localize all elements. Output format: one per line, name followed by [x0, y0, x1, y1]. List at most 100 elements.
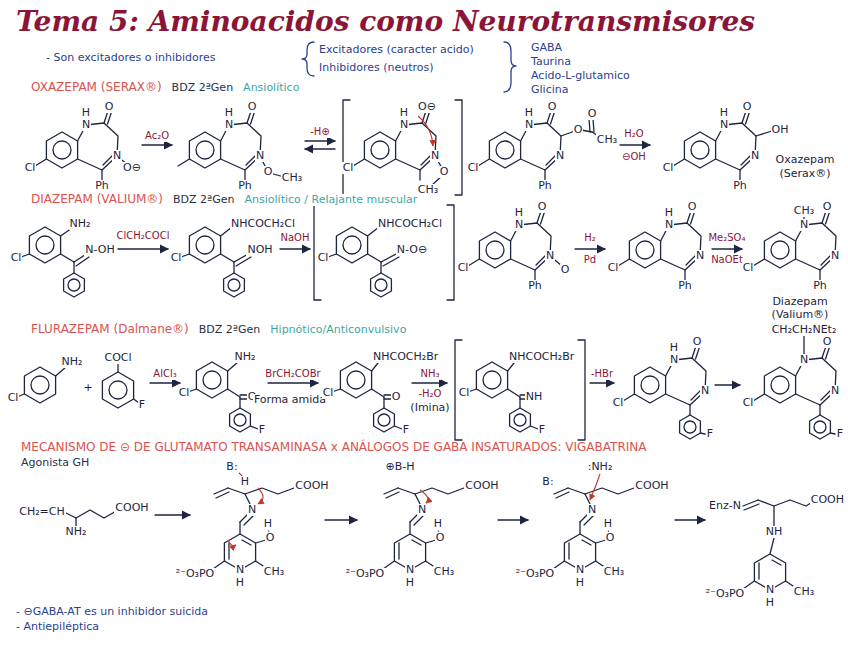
atom-label: H	[514, 207, 524, 220]
atom-label: O	[587, 108, 598, 121]
atom-label: COOH	[810, 494, 845, 507]
atom-label: N	[405, 564, 415, 577]
atom-label: O	[822, 336, 833, 349]
class-label: Agonista GH	[20, 457, 90, 470]
atom-label: H	[765, 597, 775, 610]
atom-label: N	[524, 119, 534, 132]
atom-label: NH	[765, 526, 784, 539]
atom-label: N	[235, 564, 245, 577]
atom-label: N	[664, 219, 674, 232]
atom-label: N	[669, 354, 679, 367]
atom-label: OH	[771, 124, 790, 137]
atom-label: O	[435, 532, 446, 545]
atom-label: Ph	[812, 280, 828, 293]
atom-label: H	[235, 577, 245, 590]
atom-label: Cl	[742, 262, 755, 275]
atom-label: N-O⊖	[396, 244, 428, 257]
atom-label: (Serax®)	[778, 168, 831, 181]
atom-label: H	[664, 207, 674, 220]
atom-label: N	[799, 354, 809, 367]
reagent-label: AlCl₃	[152, 368, 177, 380]
reagent-label: Me₂SO₄	[707, 232, 746, 244]
atom-label: CH₃	[793, 586, 815, 599]
atom-label: Cl	[7, 392, 20, 405]
atom-label: F	[836, 428, 844, 441]
atom-label: O	[265, 532, 276, 545]
atom-label: H	[240, 476, 250, 489]
atom-label: NOH	[246, 244, 273, 257]
atom-label: N	[700, 385, 710, 398]
atom-label: N	[112, 150, 122, 163]
atom-label: O⊖	[417, 101, 437, 114]
atom-label: NH₂	[61, 356, 84, 369]
atom-label: Cl	[342, 162, 355, 175]
reagent-label: ClCH₂COCl	[116, 230, 171, 242]
atom-label: ²⁻O₃PO	[345, 568, 386, 581]
atom-label: H	[433, 518, 443, 531]
atom-label: H	[575, 577, 585, 590]
atom-label: O	[547, 101, 558, 114]
atom-label: H	[524, 107, 534, 120]
atom-label: O	[263, 166, 274, 179]
class-label: BDZ 2ªGen	[172, 194, 236, 207]
atom-label: Cl	[457, 262, 470, 275]
atom-label: H	[603, 518, 613, 531]
atom-label: Enz-N	[708, 500, 742, 513]
atom-label: ²⁻O₃PO	[705, 588, 746, 601]
note-text: Taurina	[530, 56, 572, 69]
atom-label: N	[750, 150, 760, 163]
atom-label: N	[255, 150, 265, 163]
atom-label: N	[830, 250, 840, 263]
activity-label: Hipnótico/Anticonvulsivo	[269, 324, 407, 337]
atom-label: Cl	[458, 387, 471, 400]
atom-label: O	[247, 101, 258, 114]
atom-label: H	[224, 107, 234, 120]
atom-label: COCl	[103, 352, 132, 365]
atom-label: H	[669, 342, 679, 355]
reagent-label: H₂	[583, 232, 597, 244]
atom-label: H	[263, 518, 273, 531]
section-header: MECANISMO DE ⊝ DE GLUTAMATO TRANSAMINASA…	[20, 441, 647, 455]
atom-label: F	[402, 424, 410, 437]
atom-label: O	[391, 391, 402, 404]
group-label: NHCOCH₂Cl	[377, 218, 443, 231]
reagent-label: BrCH₂COBr	[264, 368, 321, 380]
atom-label: N	[417, 504, 427, 517]
atom-label: CH₃	[417, 184, 439, 197]
atom-label: COOH	[634, 480, 669, 493]
reagent-label: -H₂O	[417, 388, 442, 400]
atom-label: N-OH	[84, 244, 115, 257]
atom-label: H	[399, 107, 409, 120]
atom-label: N	[399, 119, 409, 132]
note-text: - Antiepiléptica	[15, 621, 100, 634]
atom-label: Cl	[607, 262, 620, 275]
reagent-label: Ac₂O	[144, 130, 170, 142]
atom-label: N	[765, 584, 775, 597]
atom-label: :NH₂	[587, 461, 614, 474]
atom-label: Ph	[732, 180, 748, 193]
class-label: BDZ 2ªGen	[198, 324, 262, 337]
atom-label: (Valium®)	[771, 309, 830, 322]
atom-label: N	[799, 219, 809, 232]
atom-label: NH₂	[65, 526, 88, 539]
note-text: Acido-L-glutamico	[530, 70, 631, 83]
atom-label: Oxazepam	[775, 154, 836, 167]
atom-label: O	[692, 336, 703, 349]
atom-label: O	[822, 201, 833, 214]
atom-label: Cl	[24, 162, 37, 175]
note-text: Excitadores (caracter acido)	[318, 44, 475, 57]
atom-label: CH₂CH₂NEt₂	[771, 324, 838, 337]
atom-label: ²⁻O₃PO	[175, 568, 216, 581]
atom-label: Ph	[94, 180, 110, 193]
atom-label: N	[81, 119, 91, 132]
atom-label: COOH	[464, 480, 499, 493]
atom-label: NH₂	[69, 218, 92, 231]
atom-label: CH₃	[793, 205, 815, 218]
atom-label: F	[258, 424, 266, 437]
atom-label: O	[687, 201, 698, 214]
group-label: NHCOCH₂Cl	[230, 218, 296, 231]
atom-label: N	[545, 250, 555, 263]
atom-label: Ph	[677, 280, 693, 293]
atom-label: N	[830, 385, 840, 398]
